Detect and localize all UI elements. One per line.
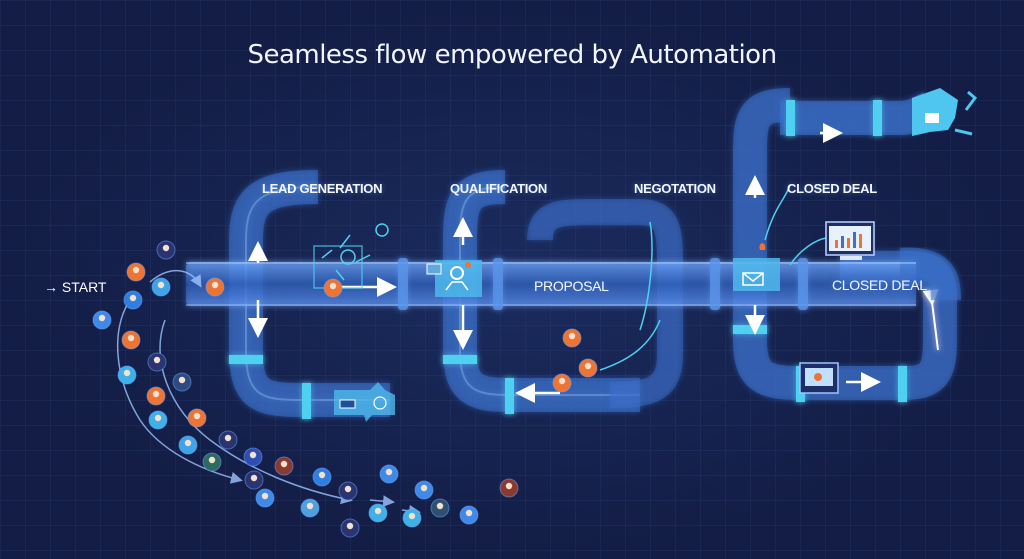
gear-icon	[375, 223, 389, 237]
start-text: START	[61, 279, 107, 295]
person-icon	[157, 281, 165, 289]
person-icon	[450, 266, 464, 280]
coupling	[873, 100, 882, 136]
mail-icon	[925, 113, 939, 123]
mail-outlet	[912, 88, 978, 136]
person-icon	[374, 507, 382, 515]
person-icon	[329, 282, 337, 290]
person-icon	[344, 485, 352, 493]
mail-icon	[426, 263, 442, 275]
person-icon	[184, 439, 192, 447]
arrow-right-icon: →	[44, 279, 58, 295]
person-icon	[162, 244, 170, 252]
flange	[710, 258, 720, 310]
lightbulb-icon	[759, 243, 766, 250]
person-icon	[306, 502, 314, 510]
coupling	[786, 100, 795, 136]
document-panel	[334, 382, 395, 422]
monitor-icon	[814, 373, 822, 381]
person-icon	[193, 412, 201, 420]
person-icon	[123, 369, 131, 377]
person-icon	[211, 281, 219, 289]
stage-proposal: PROPOSAL	[534, 278, 609, 294]
person-icon	[280, 460, 288, 468]
person-icon	[250, 474, 258, 482]
qualification-pipe	[443, 170, 640, 414]
person-icon	[208, 456, 216, 464]
coupling	[505, 378, 514, 414]
person-icon	[261, 492, 269, 500]
person-icon	[584, 362, 592, 370]
coupling	[443, 355, 477, 364]
person-icon	[505, 482, 513, 490]
coupling	[302, 383, 311, 419]
lead-gen-icon-cluster	[313, 223, 389, 289]
chart-icon	[835, 240, 838, 248]
negotiation-pipe	[527, 199, 683, 408]
person-icon	[385, 468, 393, 476]
person-icon	[558, 377, 566, 385]
person-icon	[132, 266, 140, 274]
qualification-panel	[426, 260, 482, 297]
person-icon	[408, 512, 416, 520]
mail-icon	[742, 272, 764, 286]
flow-arrows	[248, 123, 881, 403]
person-icon	[98, 314, 106, 322]
person-icon	[346, 522, 354, 530]
person-icon	[127, 334, 135, 342]
stage-negotiation: NEGOTATION	[634, 181, 716, 196]
chart-monitor	[825, 221, 875, 260]
person-icon	[318, 471, 326, 479]
person-icon	[224, 434, 232, 442]
person-icon	[568, 332, 576, 340]
stage-closed-deal-pipe: CLOSED DEAL	[832, 277, 927, 293]
flange	[398, 258, 408, 310]
flange	[798, 258, 808, 310]
person-icon	[465, 509, 473, 517]
page-title: Seamless flow empowered by Automation	[247, 40, 777, 70]
coupling	[898, 366, 907, 402]
cyan-connectors	[599, 184, 827, 371]
person-icon	[153, 356, 161, 364]
person-icon	[178, 376, 186, 384]
person-icon	[152, 390, 160, 398]
avatar-stream	[92, 240, 598, 538]
person-icon	[249, 451, 257, 459]
bottom-monitor	[799, 362, 839, 394]
flange	[493, 258, 503, 310]
person-icon	[154, 414, 162, 422]
stage-qualification: QUALIFICATION	[450, 181, 547, 196]
coupling	[229, 355, 263, 364]
stage-closed-deal: CLOSED DEAL	[787, 181, 877, 196]
person-icon	[129, 294, 137, 302]
person-icon	[436, 502, 444, 510]
coupling	[733, 325, 767, 334]
start-label: → START	[44, 279, 107, 295]
document-icon	[339, 399, 356, 409]
stage-lead-generation: LEAD GENERATION	[262, 181, 383, 196]
person-icon	[420, 484, 428, 492]
closed-deal-panel	[733, 243, 780, 291]
